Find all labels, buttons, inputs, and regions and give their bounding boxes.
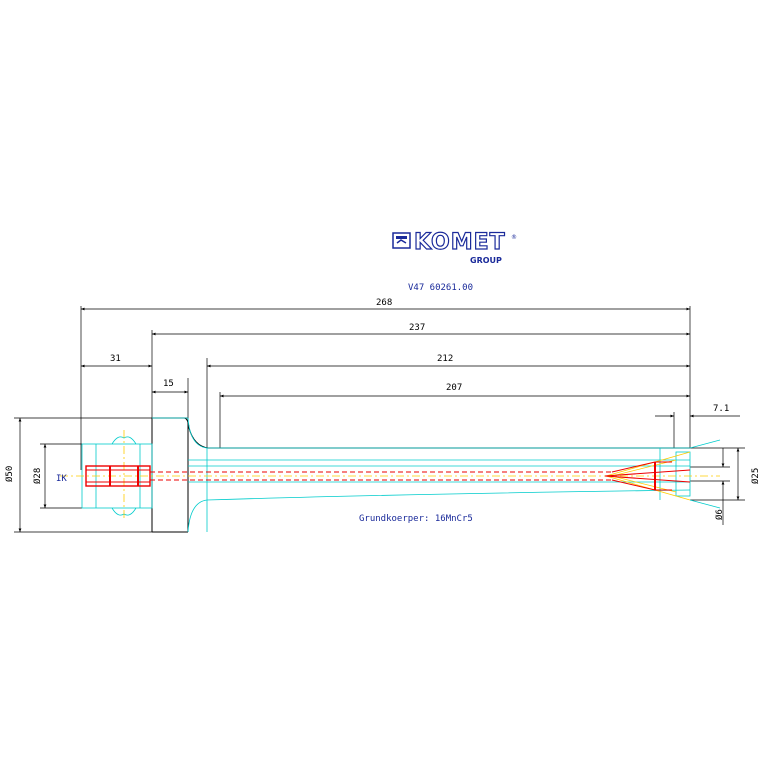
red-coolant-bore xyxy=(85,461,691,491)
dimension-lines xyxy=(80,306,740,470)
right-diameter-dims xyxy=(690,447,745,525)
logo-brand: KOMET xyxy=(414,230,506,255)
dim-237: 237 xyxy=(409,323,425,333)
logo-group: GROUP xyxy=(470,256,502,265)
komet-logo: KOMET ® GROUP xyxy=(392,229,517,265)
dim-268: 268 xyxy=(376,298,392,308)
part-number: V47 60261.00 xyxy=(408,283,473,293)
dim-7-1: 7.1 xyxy=(713,404,729,414)
dim-dia6: Ø6 xyxy=(714,509,725,520)
dim-31: 31 xyxy=(110,354,121,364)
dim-15: 15 xyxy=(163,379,174,389)
dim-207: 207 xyxy=(446,383,462,393)
dim-dia25: Ø25 xyxy=(750,468,761,484)
dim-dia50: Ø50 xyxy=(4,466,15,482)
dim-dia28: Ø28 xyxy=(32,468,43,484)
dim-212: 212 xyxy=(437,354,453,364)
logo-registered: ® xyxy=(511,234,517,241)
ik-label: IK xyxy=(56,474,67,484)
material-label: Grundkoerper: 16MnCr5 xyxy=(359,514,473,524)
